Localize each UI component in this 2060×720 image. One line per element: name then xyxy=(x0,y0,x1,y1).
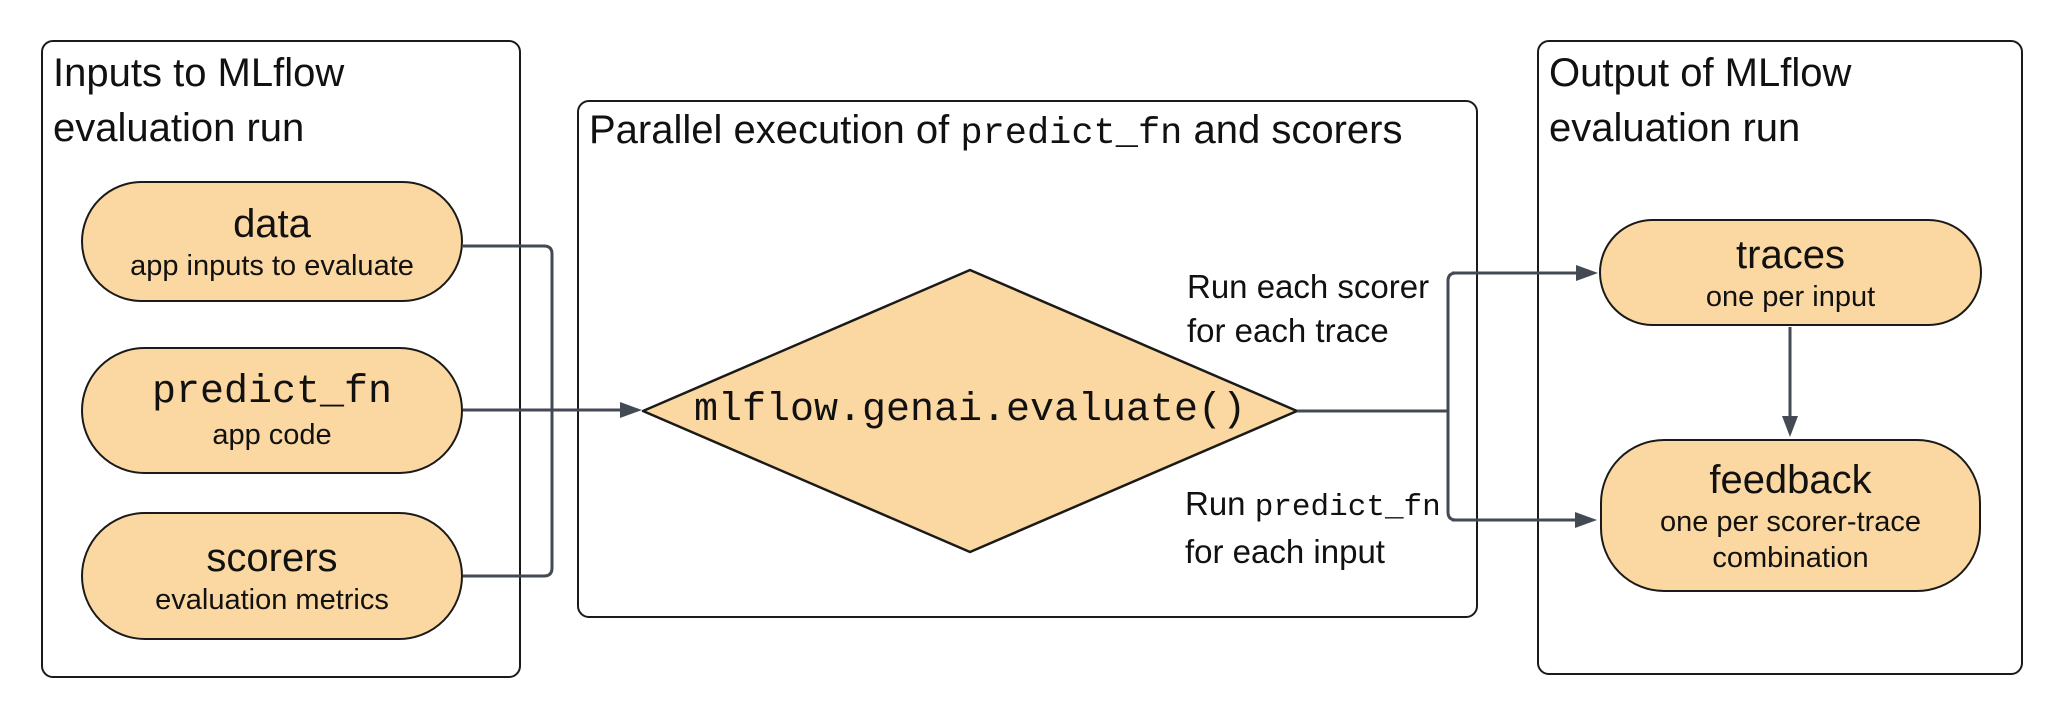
output-box-title: Output of MLflow evaluation run xyxy=(1549,46,1851,156)
node-feedback: feedback one per scorer-trace combinatio… xyxy=(1600,439,1981,592)
node-data-sublabel: app inputs to evaluate xyxy=(130,249,414,282)
edge-label-run-predict-prefix: Run xyxy=(1185,485,1255,522)
output-box-title-line2: evaluation run xyxy=(1549,106,1801,150)
edge-label-run-predict-code: predict_fn xyxy=(1254,490,1441,525)
node-feedback-sublabel-line1: one per scorer-trace xyxy=(1659,505,1922,538)
process-box-title: Parallel execution of predict_fn and sco… xyxy=(589,108,1402,156)
inputs-box xyxy=(41,40,521,678)
node-scorers-sublabel: evaluation metrics xyxy=(155,584,389,616)
edge-label-run-predict-line1: Run predict_fn xyxy=(1185,482,1441,530)
process-box-title-code: predict_fn xyxy=(960,113,1183,155)
node-scorers: scorers evaluation metrics xyxy=(81,512,463,640)
node-data-label: data xyxy=(233,201,311,246)
evaluate-diamond-label: mlflow.genai.evaluate() xyxy=(693,388,1247,433)
inputs-box-title-line2: evaluation run xyxy=(53,106,305,150)
edge-label-run-predict: Run predict_fn for each input xyxy=(1185,482,1441,574)
edge-label-run-scorer-line2: for each trace xyxy=(1187,312,1389,349)
arrowhead-into-traces xyxy=(1576,265,1598,281)
process-box-title-suffix: and scorers xyxy=(1182,108,1403,152)
node-traces: traces one per input xyxy=(1599,219,1982,326)
edge-label-run-scorer: Run each scorer for each trace xyxy=(1187,265,1429,353)
node-data: data app inputs to evaluate xyxy=(81,181,463,302)
node-predict-fn: predict_fn app code xyxy=(81,347,463,474)
arrowhead-into-diamond xyxy=(620,402,642,418)
node-scorers-label: scorers xyxy=(206,536,338,580)
inputs-box-title-line1: Inputs to MLflow xyxy=(53,51,345,95)
node-predict-fn-label: predict_fn xyxy=(151,369,393,415)
connector-output-bus xyxy=(1446,271,1457,522)
output-box xyxy=(1537,40,2023,675)
edge-label-run-predict-line2: for each input xyxy=(1185,533,1385,570)
edge-label-run-scorer-line1: Run each scorer xyxy=(1187,268,1430,305)
node-feedback-label: feedback xyxy=(1709,457,1872,502)
inputs-box-title: Inputs to MLflow evaluation run xyxy=(53,46,344,156)
node-predict-fn-sublabel: app code xyxy=(212,418,332,451)
node-feedback-sublabel-line2: combination xyxy=(1712,541,1869,574)
output-box-title-line1: Output of MLflow xyxy=(1549,51,1852,95)
arrowhead-traces-to-feedback xyxy=(1782,416,1798,437)
arrowhead-into-feedback xyxy=(1575,512,1597,528)
process-box xyxy=(577,100,1478,618)
node-traces-sublabel: one per input xyxy=(1705,280,1876,313)
process-box-title-prefix: Parallel execution of xyxy=(589,108,961,152)
node-traces-label: traces xyxy=(1736,232,1845,277)
